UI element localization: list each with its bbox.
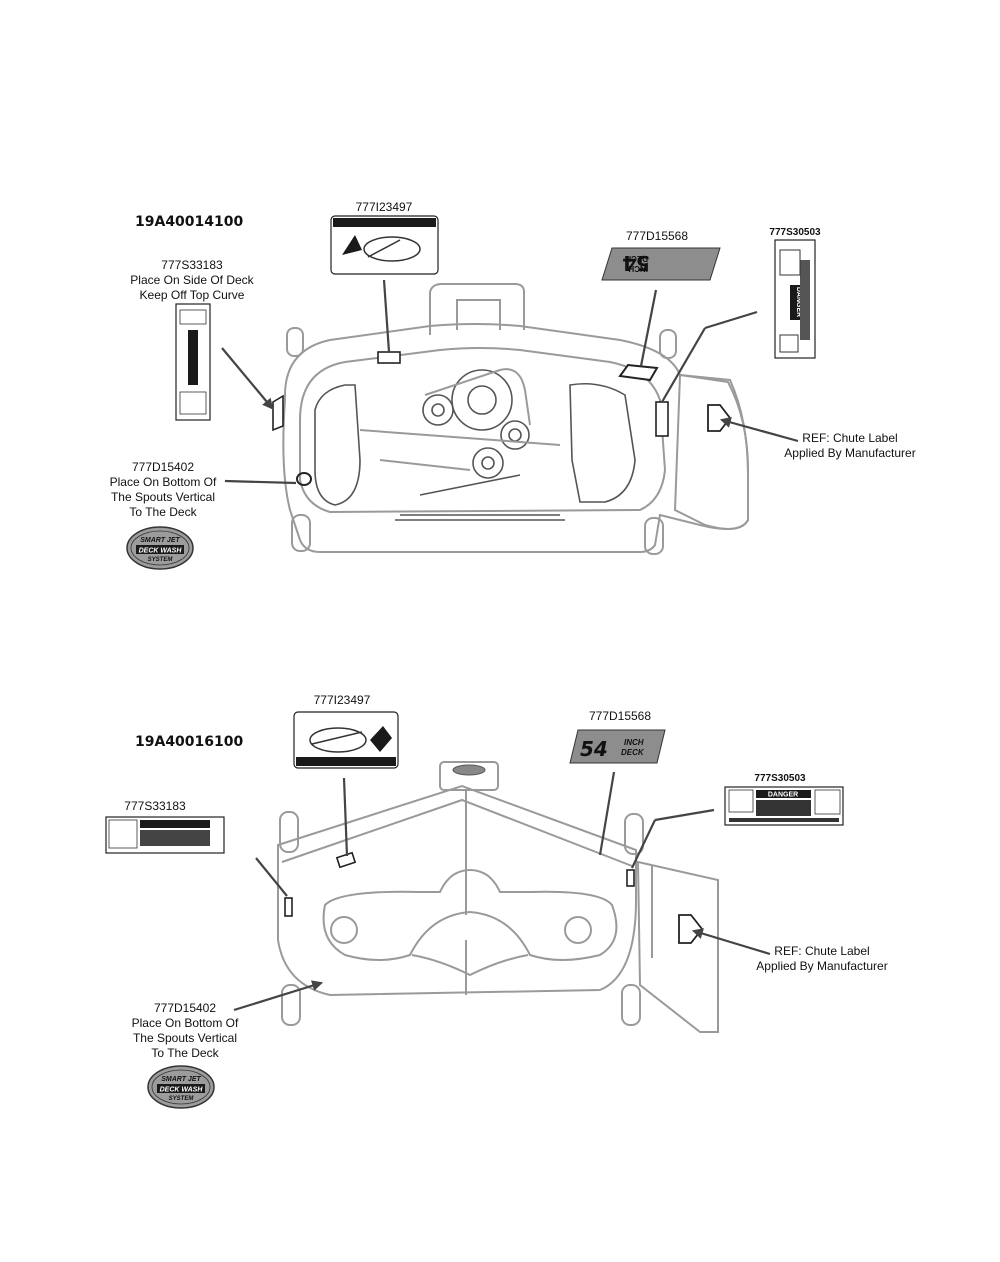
top-deck-size-word-2: DECK bbox=[625, 254, 648, 263]
top-deck-drawing bbox=[272, 283, 749, 555]
top-chute-note-1: REF: Chute Label bbox=[802, 431, 897, 445]
svg-text:DECK WASH: DECK WASH bbox=[139, 548, 183, 555]
bottom-bottom-note-3: To The Deck bbox=[151, 1046, 219, 1060]
top-bottom-note-1: Place On Bottom Of bbox=[110, 475, 217, 489]
bottom-decal-777s33183 bbox=[105, 816, 225, 854]
top-bottom-note-3: To The Deck bbox=[129, 505, 197, 519]
top-decal-777d15568: 54 INCH DECK bbox=[601, 247, 721, 281]
top-section: 19A40014100 bbox=[110, 200, 916, 570]
bottom-bottom-note-1: Place On Bottom Of bbox=[132, 1016, 239, 1030]
bottom-deck-size-num: 54 bbox=[580, 737, 608, 761]
top-danger-word: DANGER bbox=[795, 287, 802, 317]
top-smartjet-logo: SMART JET DECK WASH SYSTEM bbox=[126, 526, 194, 570]
svg-text:SYSTEM: SYSTEM bbox=[169, 1096, 195, 1102]
svg-text:SMART JET: SMART JET bbox=[161, 1076, 201, 1083]
bottom-model-number: 19A40016100 bbox=[135, 734, 244, 750]
top-decal-pn-777s30503: 777S30503 bbox=[769, 227, 821, 238]
bottom-side-pn: 777S33183 bbox=[124, 799, 186, 813]
top-decal-777i23497 bbox=[330, 215, 439, 275]
bottom-decal-pn-777d15568: 777D15568 bbox=[589, 709, 651, 723]
bottom-chute-note-1: REF: Chute Label bbox=[774, 944, 869, 958]
bottom-chute-note-2: Applied By Manufacturer bbox=[756, 959, 887, 973]
top-side-note-2: Keep Off Top Curve bbox=[140, 288, 245, 302]
bottom-bottom-note-2: The Spouts Vertical bbox=[133, 1031, 237, 1045]
bottom-deck-drawing bbox=[277, 761, 719, 1033]
top-deck-size-word: INCH bbox=[628, 264, 648, 273]
svg-text:SMART JET: SMART JET bbox=[140, 537, 180, 544]
bottom-decal-777d15568: 54 INCH DECK bbox=[569, 729, 666, 764]
bottom-decal-pn-777i23497: 777I23497 bbox=[314, 693, 371, 707]
top-decal-777s30503: DANGER bbox=[774, 239, 816, 359]
top-decal-pn-777d15568: 777D15568 bbox=[626, 229, 688, 243]
bottom-decal-pn-777s30503: 777S30503 bbox=[754, 773, 806, 784]
top-model-number: 19A40014100 bbox=[135, 214, 244, 230]
bottom-deck-size-word-2: DECK bbox=[621, 748, 645, 757]
svg-text:SYSTEM: SYSTEM bbox=[148, 557, 174, 563]
bottom-decal-777s30503: DANGER bbox=[724, 786, 844, 826]
top-deck-size-num: 54 bbox=[622, 251, 650, 275]
top-chute-note-2: Applied By Manufacturer bbox=[784, 446, 915, 460]
svg-text:DECK WASH: DECK WASH bbox=[160, 1087, 204, 1094]
bottom-smartjet-logo: SMART JET DECK WASH SYSTEM bbox=[147, 1065, 215, 1109]
bottom-section: 19A40016100 bbox=[105, 693, 888, 1109]
top-decal-pn-777i23497: 777I23497 bbox=[356, 200, 413, 214]
top-bottom-note-2: The Spouts Vertical bbox=[111, 490, 215, 504]
top-bottom-pn: 777D15402 bbox=[132, 460, 194, 474]
bottom-deck-size-word: INCH bbox=[624, 738, 644, 747]
top-side-note-1: Place On Side Of Deck bbox=[130, 273, 254, 287]
bottom-bottom-pn: 777D15402 bbox=[154, 1001, 216, 1015]
top-decal-777s33183 bbox=[175, 303, 211, 421]
bottom-decal-777i23497 bbox=[293, 711, 399, 769]
top-side-pn: 777S33183 bbox=[161, 258, 223, 272]
bottom-danger-word: DANGER bbox=[768, 792, 798, 799]
